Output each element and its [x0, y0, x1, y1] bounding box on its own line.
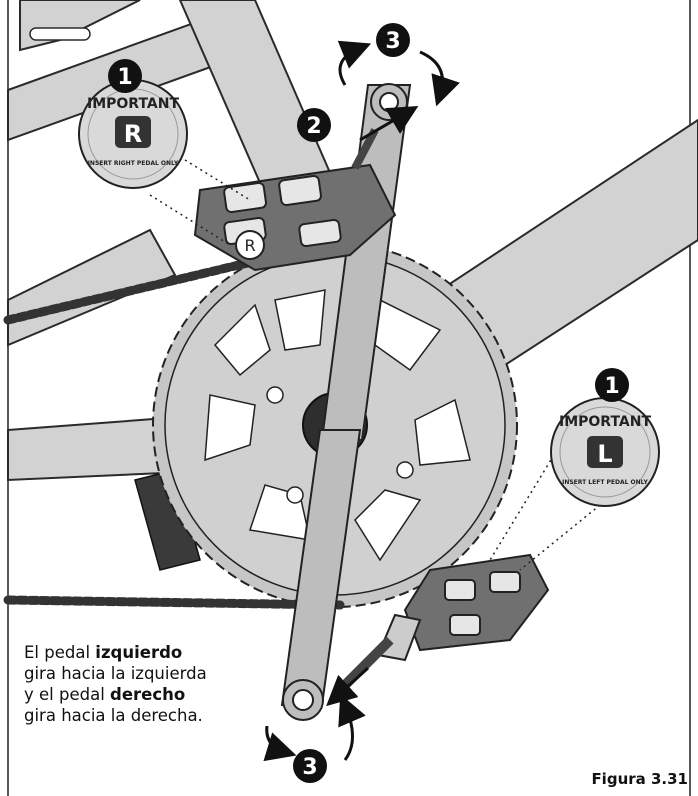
caption-line-3: y el pedal derecho	[24, 684, 274, 705]
caption-line-1-text: El pedal	[24, 643, 96, 662]
leader-lines	[149, 159, 601, 571]
step-3-bottom-badge: 3	[293, 749, 327, 783]
chainring	[152, 242, 518, 608]
caption-left-word: izquierdo	[95, 643, 183, 662]
chainring-cutout	[213, 303, 271, 377]
figure-label: Figura 3.31	[591, 770, 688, 788]
pedal-r-mark: R	[244, 236, 255, 255]
right-sticker-badge: 1	[108, 59, 142, 93]
rotation-arrow-bottom-right	[338, 693, 366, 761]
rotation-arrow-top-left	[337, 40, 372, 86]
left-sticker-badge-number: 1	[604, 374, 619, 399]
chain	[3, 255, 345, 610]
frame-upper-left	[19, 0, 141, 52]
caption-line-2: gira hacia la izquierda	[24, 664, 207, 683]
step-3-top-number: 3	[385, 29, 400, 54]
chainring-cutout	[274, 289, 326, 351]
chainring-cutout	[354, 489, 422, 562]
right-sticker-letter: R	[124, 120, 142, 148]
step-3-bottom-number: 3	[302, 755, 317, 780]
insert-arrow-left	[326, 666, 370, 707]
left-important-sticker: IMPORTANT L INSERT LEFT PEDAL ONLY	[550, 397, 660, 507]
right-sticker-bottom-text: INSERT RIGHT PEDAL ONLY	[88, 160, 179, 167]
step-3-top-badge: 3	[376, 23, 410, 57]
frame-slot	[29, 27, 91, 41]
rotation-arrows	[263, 40, 460, 762]
right-pedal: R	[193, 128, 397, 272]
left-sticker-badge: 1	[595, 368, 629, 402]
caption-right-word: derecho	[110, 685, 186, 704]
crank-arm	[280, 83, 412, 721]
chainring-cutout	[204, 394, 256, 462]
insert-arrow-right	[359, 105, 419, 142]
right-sticker-badge-number: 1	[117, 65, 132, 90]
seat-stay	[7, 228, 177, 347]
caption-line-4: gira hacia la derecha.	[24, 706, 203, 725]
left-sticker-letter: L	[597, 440, 612, 468]
left-sticker-bottom-text: INSERT LEFT PEDAL ONLY	[562, 479, 648, 486]
left-sticker-top-text: IMPORTANT	[559, 414, 651, 430]
step-2-number: 2	[306, 114, 321, 139]
caption-line-1: El pedal izquierdo	[24, 642, 274, 663]
step-2-badge: 2	[297, 108, 331, 142]
right-important-sticker: IMPORTANT R INSERT RIGHT PEDAL ONLY	[78, 79, 188, 189]
caption-line-3-text: y el pedal	[24, 685, 111, 704]
right-sticker-top-text: IMPORTANT	[87, 96, 179, 112]
rotation-arrow-top-right	[419, 50, 460, 107]
chainring-cutout	[414, 398, 471, 466]
instruction-caption: El pedal izquierdo gira hacia la izquier…	[24, 642, 274, 726]
